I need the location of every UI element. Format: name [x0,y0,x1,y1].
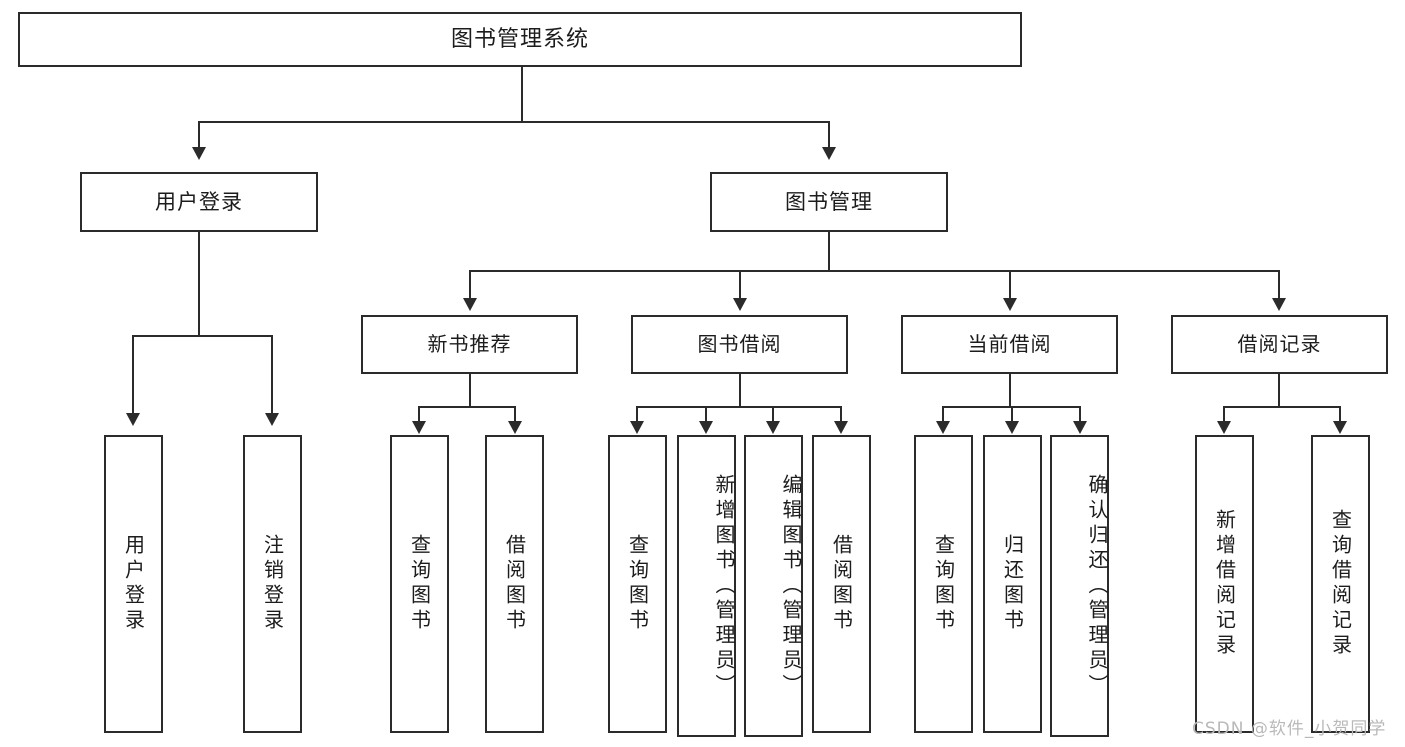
node-current-borrow[interactable]: 当前借阅 [901,315,1118,374]
connector-cb-drop-2 [1011,406,1013,423]
connector-bb-drop-2 [705,406,707,423]
connector-current-borrow-bus [942,406,1079,408]
connector-book-borrow-stem [739,374,741,406]
connector-root-to-user-login [198,121,200,149]
arrowhead-book-manage [822,147,836,160]
connector-bb-drop-1 [636,406,638,423]
leaf-logout[interactable]: 注销登录 [243,435,302,733]
connector-user-login-drop-2 [271,335,273,415]
arrowhead-current-borrow [1003,298,1017,311]
connector-current-borrow-stem [1009,374,1011,406]
arrowhead-new-book-recommend [463,298,477,311]
connector-book-manage-drop-1 [469,270,471,300]
connector-bb-drop-4 [840,406,842,423]
connector-br-drop-2 [1339,406,1341,423]
leaf-add-borrow-record[interactable]: 新增借阅记录 [1195,435,1254,733]
node-book-borrow[interactable]: 图书借阅 [631,315,848,374]
connector-root-bus [198,121,830,123]
connector-nbr-drop-1 [418,406,420,423]
node-new-book-recommend[interactable]: 新书推荐 [361,315,578,374]
leaf-query-borrow-record[interactable]: 查询借阅记录 [1311,435,1370,733]
node-root-system[interactable]: 图书管理系统 [18,12,1022,67]
leaf-edit-book-admin[interactable]: 编辑图书（管理员） [744,435,803,737]
arrowhead-nbr-leaf-1 [412,421,426,434]
leaf-add-book-admin[interactable]: 新增图书（管理员） [677,435,736,737]
leaf-borrow-book[interactable]: 借阅图书 [812,435,871,733]
connector-user-login-bus [132,335,272,337]
leaf-return-book[interactable]: 归还图书 [983,435,1042,733]
connector-root-stem [521,67,523,121]
arrowhead-user-login [192,147,206,160]
connector-new-book-recommend-stem [469,374,471,406]
leaf-borrow-book-recommend[interactable]: 借阅图书 [485,435,544,733]
connector-root-to-book-manage [828,121,830,149]
connector-borrow-record-stem [1278,374,1280,406]
connector-new-book-recommend-bus [418,406,515,408]
connector-book-borrow-bus [636,406,841,408]
connector-book-manage-drop-4 [1278,270,1280,300]
arrowhead-bb-leaf-3 [766,421,780,434]
arrowhead-br-leaf-1 [1217,421,1231,434]
leaf-query-book-recommend[interactable]: 查询图书 [390,435,449,733]
arrowhead-br-leaf-2 [1333,421,1347,434]
arrowhead-nbr-leaf-2 [508,421,522,434]
arrowhead-cb-leaf-3 [1073,421,1087,434]
node-book-manage[interactable]: 图书管理 [710,172,948,232]
connector-user-login-stem [198,232,200,335]
arrowhead-leaf-user-login [126,413,140,426]
connector-book-manage-stem [828,232,830,270]
connector-book-manage-drop-2 [739,270,741,300]
arrowhead-borrow-record [1272,298,1286,311]
connector-cb-drop-3 [1079,406,1081,423]
connector-user-login-drop-1 [132,335,134,415]
connector-book-manage-bus [469,270,1280,272]
connector-nbr-drop-2 [514,406,516,423]
connector-cb-drop-1 [942,406,944,423]
arrowhead-bb-leaf-4 [834,421,848,434]
connector-bb-drop-3 [772,406,774,423]
arrowhead-bb-leaf-1 [630,421,644,434]
leaf-query-book-borrow[interactable]: 查询图书 [608,435,667,733]
leaf-user-login[interactable]: 用户登录 [104,435,163,733]
arrowhead-cb-leaf-2 [1005,421,1019,434]
node-borrow-record[interactable]: 借阅记录 [1171,315,1388,374]
arrowhead-cb-leaf-1 [936,421,950,434]
arrowhead-leaf-logout [265,413,279,426]
connector-book-manage-drop-3 [1009,270,1011,300]
leaf-confirm-return-admin[interactable]: 确认归还（管理员） [1050,435,1109,737]
arrowhead-bb-leaf-2 [699,421,713,434]
csdn-watermark: CSDN @软件_小贺同学 [1192,719,1387,739]
connector-br-drop-1 [1223,406,1225,423]
arrowhead-book-borrow [733,298,747,311]
leaf-query-book-current[interactable]: 查询图书 [914,435,973,733]
node-user-login[interactable]: 用户登录 [80,172,318,232]
connector-borrow-record-bus [1223,406,1340,408]
